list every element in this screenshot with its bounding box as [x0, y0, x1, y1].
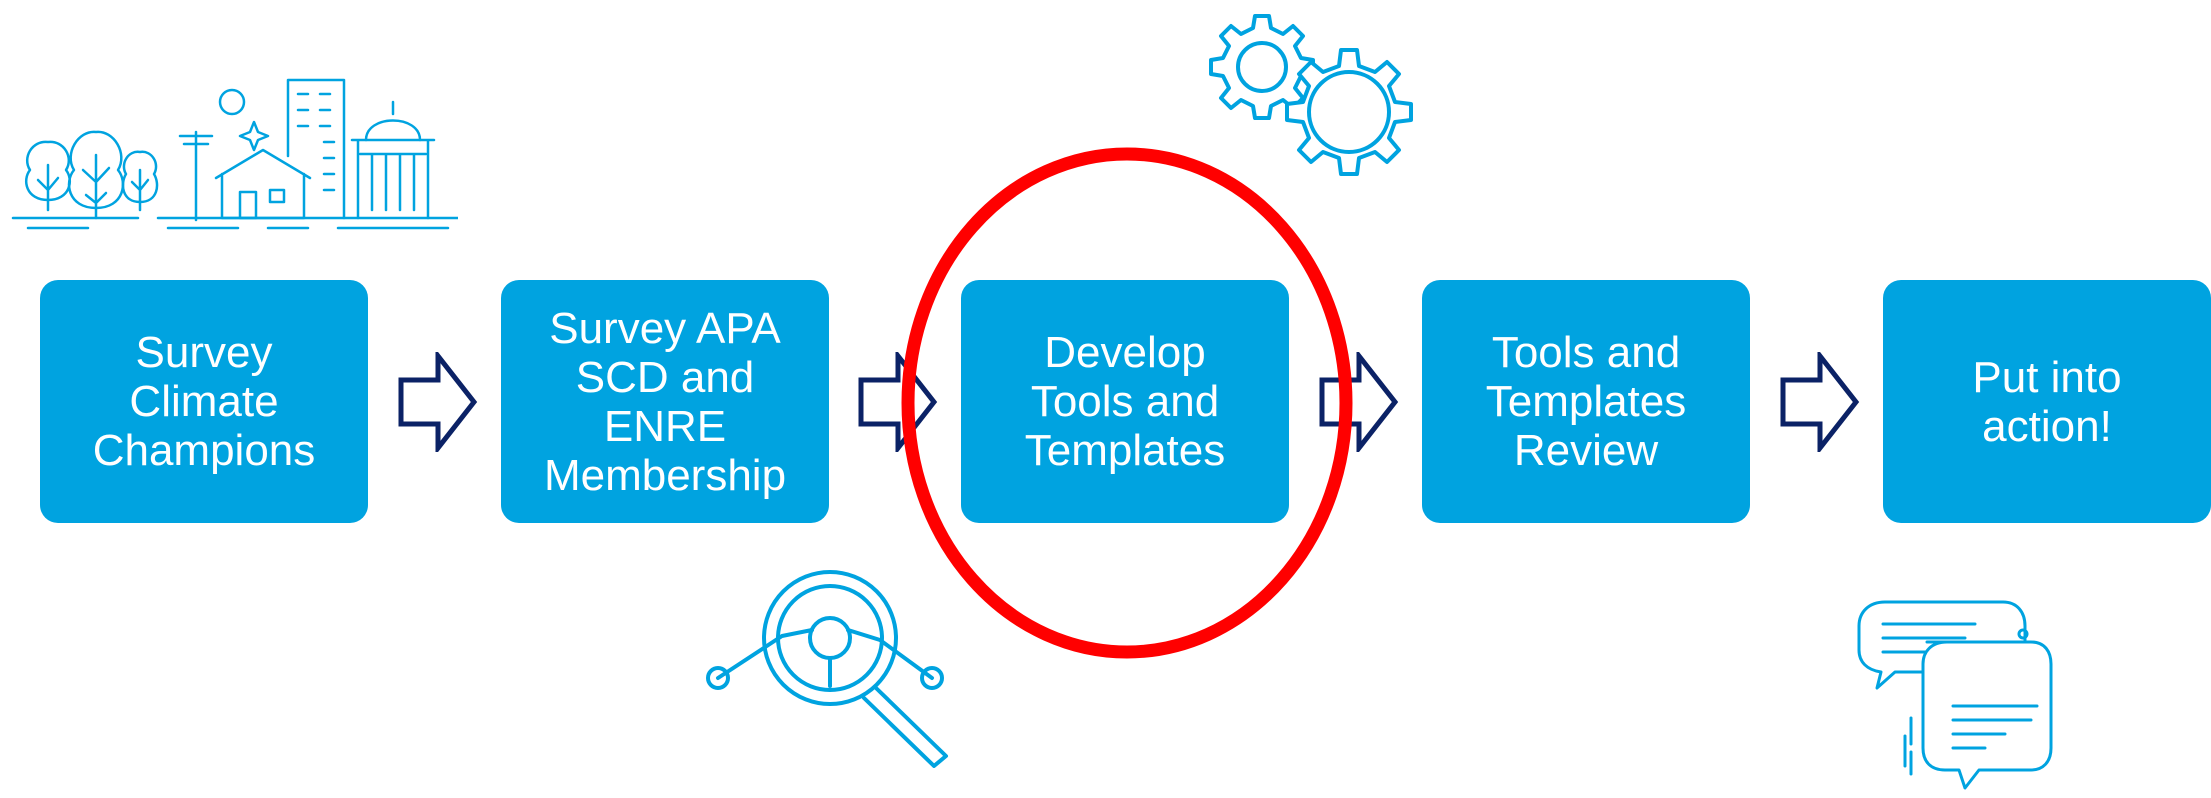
magnifier-network-icon [706, 570, 948, 768]
flow-arrow-icon [398, 352, 478, 452]
flow-arrow-icon [1319, 352, 1399, 452]
step-tools-templates-review: Tools and Templates Review [1422, 280, 1750, 523]
step-put-into-action: Put into action! [1883, 280, 2211, 523]
step-survey-climate-champions: Survey Climate Champions [40, 280, 368, 523]
city-skyline-icon [11, 78, 458, 230]
step-survey-apa-scd-enre: Survey APA SCD and ENRE Membership [501, 280, 829, 523]
flow-arrow-icon [1780, 352, 1860, 452]
flow-arrow-icon [858, 352, 938, 452]
gears-icon [1209, 14, 1413, 176]
step-develop-tools-templates: Develop Tools and Templates [961, 280, 1289, 523]
chat-bubbles-icon [1857, 600, 2053, 790]
